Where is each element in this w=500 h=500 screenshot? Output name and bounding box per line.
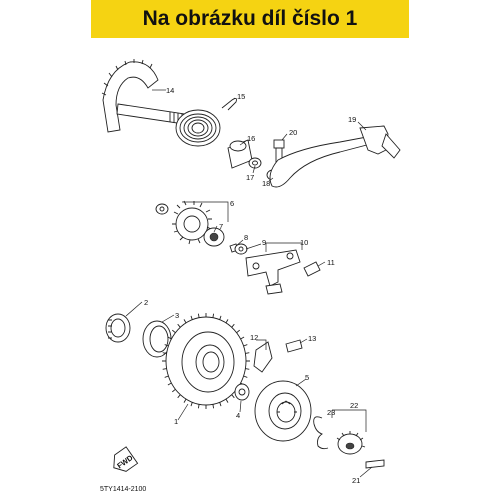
part-12-plate [253,341,273,373]
callout-6: 6 [230,199,234,208]
callout-22: 22 [350,401,358,410]
callout-12: 12 [250,333,258,342]
callout-11: 11 [327,258,335,267]
part-23-spring-clip [313,416,329,450]
callout-19: 19 [348,115,356,124]
part-15-spring-clip [221,97,237,111]
callout-1: 1 [174,417,178,426]
callout-3: 3 [175,311,179,320]
callout-9: 9 [262,238,266,247]
callout-8: 8 [244,233,248,242]
part-bolt-lower [265,283,283,295]
banner: Na obrázku díl číslo 1 [91,0,409,38]
part-13-bolt [285,339,303,353]
callout-10: 10 [300,238,308,247]
leader-lines [125,89,373,478]
part-gear-small [155,200,212,245]
part-1-starter-wheel-gear [162,313,250,409]
part-21-pin [365,459,385,469]
callout-18: 18 [262,179,270,188]
callout-5: 5 [305,373,309,382]
part-16-collar [227,139,253,169]
part-4-washer [234,383,250,401]
part-11-bolt [303,261,321,277]
part-10-bracket [245,249,301,287]
callout-14: 14 [166,86,174,95]
catalog-code: 5TY1414-2100 [100,486,146,493]
callout-4: 4 [236,411,240,420]
part-2-needle-bearing [105,313,131,343]
callout-13: 13 [308,334,316,343]
callout-15: 15 [237,92,245,101]
part-5-starter-clutch [254,380,312,442]
callout-23: 23 [327,408,335,417]
fwd-arrow-icon: FWD [113,446,139,472]
callout-numbers: 1 2 3 4 5 6 7 8 9 10 11 12 13 14 15 16 1… [144,86,360,485]
part-17-washer [248,157,262,169]
part-7-bearing [203,227,225,247]
part-22-gear-assembly [336,431,366,455]
callout-16: 16 [247,134,255,143]
banner-title: Na obrázku díl číslo 1 [142,7,358,30]
callout-21: 21 [352,476,360,485]
callout-20: 20 [289,128,297,137]
callout-17: 17 [246,173,254,182]
part-spring-coil [175,109,221,147]
callout-2: 2 [144,298,148,307]
part-19-kick-lever [269,125,401,188]
callout-7: 7 [219,222,223,231]
